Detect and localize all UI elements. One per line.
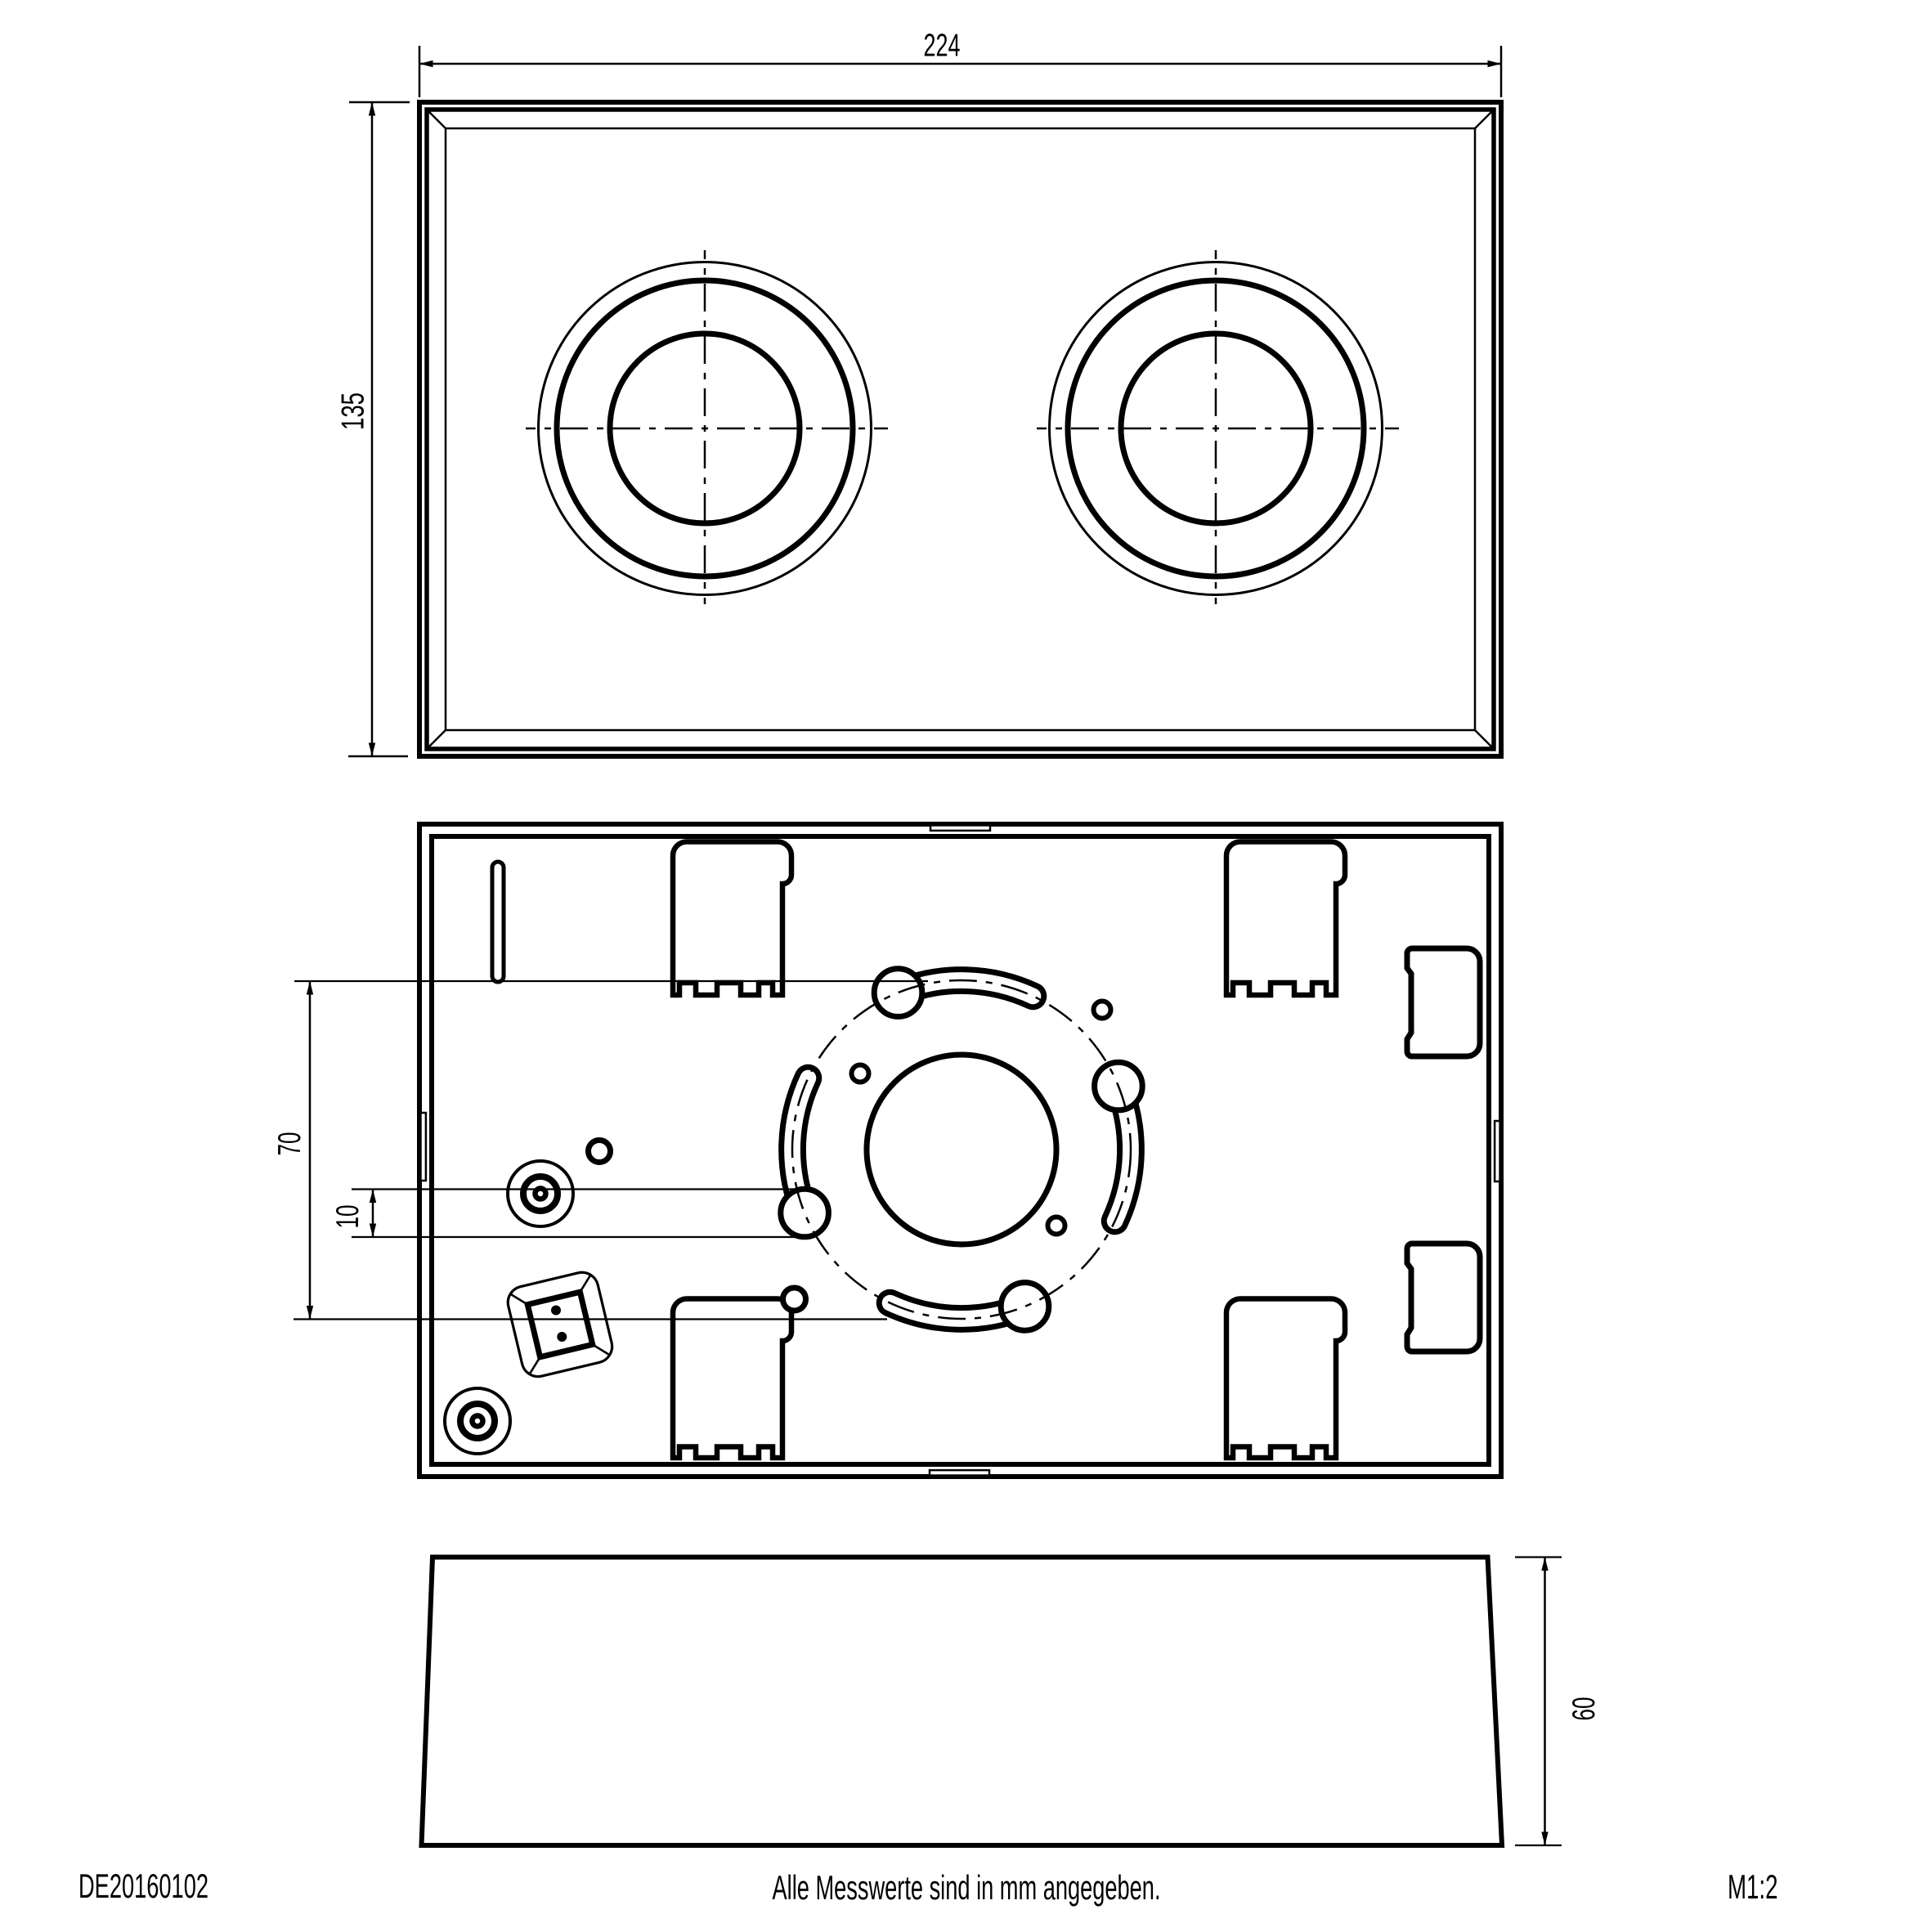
svg-text:70: 70 — [272, 1132, 307, 1156]
svg-text:60: 60 — [1567, 1697, 1602, 1721]
svg-text:135: 135 — [336, 392, 371, 430]
svg-text:M1:2: M1:2 — [1728, 1867, 1778, 1906]
svg-text:Alle Messwerte sind in mm ange: Alle Messwerte sind in mm angegeben. — [773, 1868, 1161, 1907]
svg-text:10: 10 — [330, 1205, 365, 1229]
svg-text:224: 224 — [924, 29, 961, 64]
svg-text:DE20160102: DE20160102 — [78, 1867, 208, 1905]
